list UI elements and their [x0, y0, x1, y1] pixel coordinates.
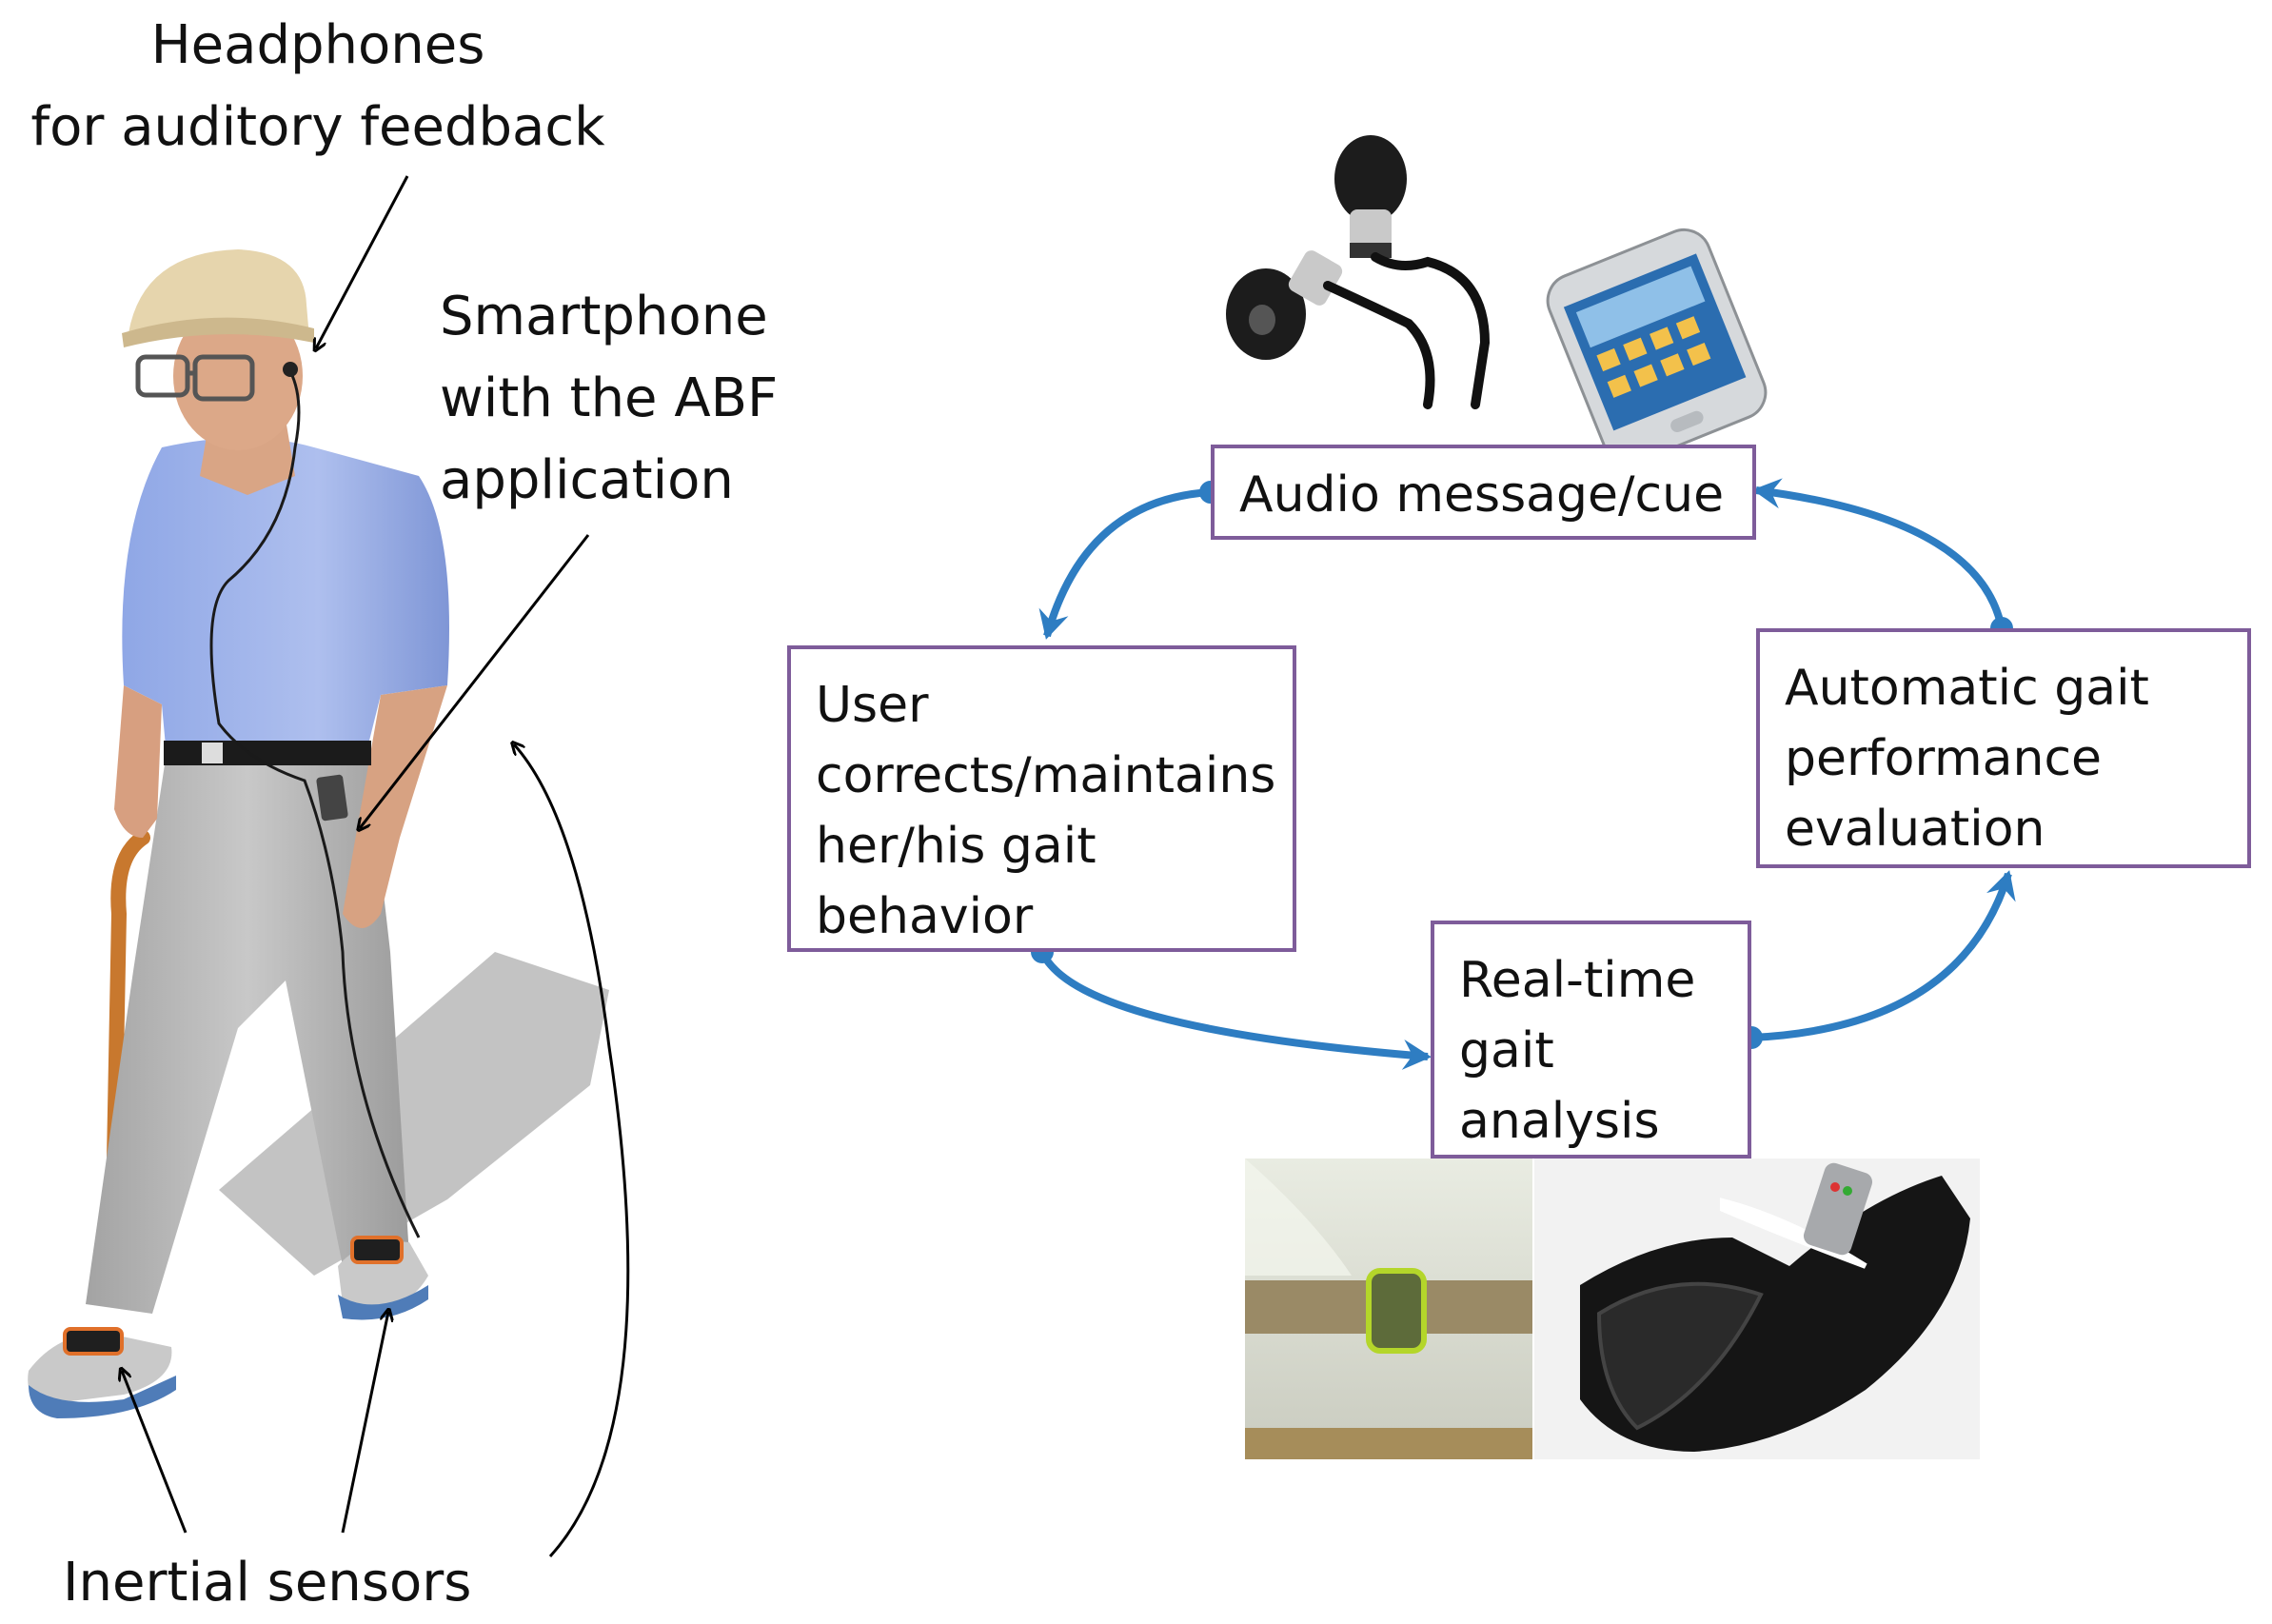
elderly-man-illustration	[28, 249, 609, 1418]
headphones-label: Headphones for auditory feedback	[30, 14, 605, 158]
belt-sensor-image	[1245, 1159, 1532, 1459]
foot-sensor-left-icon	[63, 1327, 124, 1356]
cycle-arrows	[1031, 478, 2016, 1070]
shoe-sensor-image	[1534, 1159, 1980, 1459]
earbuds-and-smartphone-image	[1226, 135, 1768, 465]
user-to-analysis-arrow	[1038, 950, 1432, 1070]
inertial-sensors-label: Inertial sensors	[63, 1552, 472, 1614]
inertial-sensor-right-arrow	[341, 1312, 388, 1534]
shoe-sensor-device-icon	[1803, 1162, 1873, 1256]
foot-sensor-right-icon	[350, 1236, 404, 1264]
smartphone-pointer-arrow	[360, 534, 590, 828]
belt-sensor-device-icon	[1366, 1268, 1427, 1354]
audio-to-user-arrow	[1038, 488, 1212, 640]
gait-analysis-box: Real-time gait analysis	[1431, 921, 1751, 1159]
annotation-arrows	[122, 175, 630, 1558]
audio-message-box: Audio message/cue	[1211, 445, 1756, 540]
analysis-to-evaluation-arrow	[1750, 870, 2016, 1041]
gait-evaluation-box: Automatic gait performance evaluation	[1756, 628, 2251, 868]
inertial-sensor-left-arrow	[122, 1371, 188, 1534]
headphones-pointer-arrow	[316, 175, 409, 348]
smartphone-label: Smartphone with the ABF application	[440, 286, 779, 511]
evaluation-to-audio-arrow	[1752, 478, 2005, 629]
user-corrects-box: User corrects/maintains her/his gait beh…	[787, 645, 1296, 952]
feedback-loop-arrow	[514, 744, 630, 1558]
